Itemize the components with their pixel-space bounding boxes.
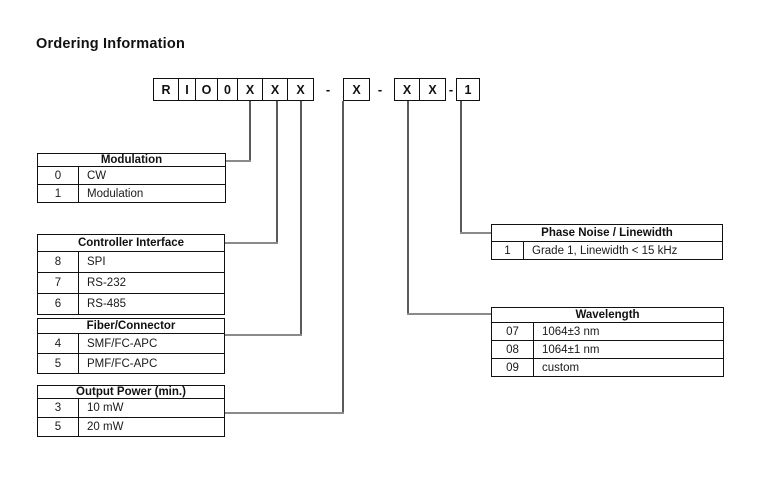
part-number-cell-r: R	[154, 79, 179, 100]
output-power-table-title: Output Power (min.)	[38, 386, 224, 399]
connector-power-horizontal	[224, 412, 344, 414]
connector-phase-noise-horizontal	[460, 232, 491, 234]
table-row: 1 Modulation	[38, 184, 225, 202]
part-number-cell-fiber: X	[296, 82, 305, 97]
table-row: 09 custom	[492, 358, 723, 376]
part-number-cell-0: 0	[218, 79, 238, 100]
table-row: 8 SPI	[38, 252, 224, 272]
option-description: SPI	[87, 256, 106, 268]
option-description: CW	[87, 169, 107, 182]
part-number-wavelength-group: X X	[394, 78, 446, 101]
controller-interface-table-title: Controller Interface	[38, 235, 224, 252]
part-number-dash-1: -	[325, 81, 331, 97]
connector-power-vertical	[342, 101, 344, 413]
connector-controller-vertical	[276, 101, 278, 243]
option-description: 20 mW	[87, 421, 124, 433]
option-code: 4	[38, 334, 79, 353]
connector-fiber-horizontal	[224, 334, 302, 336]
part-number-power-box: X	[343, 78, 370, 101]
part-number-cell-controller: X	[263, 79, 288, 100]
option-description: RS-232	[87, 277, 126, 289]
table-row: 1 Grade 1, Linewidth < 15 kHz	[492, 242, 722, 259]
part-number-dash-3: -	[448, 81, 454, 97]
option-code: 09	[492, 359, 534, 376]
option-code: 8	[38, 252, 79, 272]
option-code: 5	[38, 354, 79, 373]
wavelength-table-title: Wavelength	[492, 308, 723, 323]
table-row: 08 1064±1 nm	[492, 340, 723, 358]
option-code: 07	[492, 323, 534, 340]
part-number-cell-i: I	[179, 79, 196, 100]
option-description: 1064±3 nm	[542, 325, 600, 338]
option-description: PMF/FC-APC	[87, 357, 158, 370]
table-row: 7 RS-232	[38, 272, 224, 293]
part-number-cell-wavelength-1: X	[395, 79, 420, 100]
fiber-connector-table-title: Fiber/Connector	[38, 319, 224, 334]
table-row: 5 PMF/FC-APC	[38, 353, 224, 373]
connector-controller-horizontal	[224, 242, 278, 244]
table-row: 6 RS-485	[38, 293, 224, 314]
option-code: 1	[492, 242, 524, 259]
connector-modulation-vertical	[249, 101, 251, 161]
part-number-cell-power: X	[352, 82, 361, 97]
table-row: 0 CW	[38, 167, 225, 184]
page-title: Ordering Information	[36, 36, 185, 52]
fiber-connector-table: Fiber/Connector 4 SMF/FC-APC 5 PMF/FC-AP…	[37, 318, 225, 374]
part-number-prefix-group: R I O 0 X X X	[153, 78, 314, 101]
part-number-cell-wavelength-2: X	[428, 82, 437, 97]
table-row: 5 20 mW	[38, 417, 224, 436]
phase-noise-table: Phase Noise / Linewidth 1 Grade 1, Linew…	[491, 224, 723, 260]
option-code: 6	[38, 294, 79, 314]
option-description: 10 mW	[87, 402, 124, 414]
option-code: 5	[38, 418, 79, 436]
option-code: 0	[38, 167, 79, 184]
phase-noise-table-title: Phase Noise / Linewidth	[492, 225, 722, 242]
wavelength-table: Wavelength 07 1064±3 nm 08 1064±1 nm 09 …	[491, 307, 724, 377]
table-row: 4 SMF/FC-APC	[38, 334, 224, 353]
part-number-cell-grade: 1	[464, 82, 472, 97]
connector-fiber-vertical	[300, 101, 302, 335]
output-power-table: Output Power (min.) 3 10 mW 5 20 mW	[37, 385, 225, 437]
connector-modulation-horizontal	[225, 160, 251, 162]
modulation-table-title: Modulation	[38, 154, 225, 167]
option-code: 3	[38, 399, 79, 417]
option-code: 08	[492, 341, 534, 358]
part-number-cell-o: O	[196, 79, 218, 100]
option-description: 1064±1 nm	[542, 343, 600, 356]
option-code: 7	[38, 273, 79, 293]
connector-phase-noise-vertical	[460, 101, 462, 233]
table-row: 3 10 mW	[38, 399, 224, 417]
option-description: Grade 1, Linewidth < 15 kHz	[532, 244, 678, 257]
option-code: 1	[38, 185, 79, 202]
option-description: SMF/FC-APC	[87, 337, 158, 350]
controller-interface-table: Controller Interface 8 SPI 7 RS-232 6 RS…	[37, 234, 225, 315]
option-description: Modulation	[87, 187, 144, 200]
option-description: RS-485	[87, 298, 126, 310]
part-number-grade-box: 1	[456, 78, 480, 101]
part-number-dash-2: -	[377, 81, 383, 97]
part-number-cell-modulation: X	[238, 79, 263, 100]
modulation-table: Modulation 0 CW 1 Modulation	[37, 153, 226, 203]
connector-wavelength-horizontal	[407, 313, 491, 315]
connector-wavelength-vertical	[407, 101, 409, 314]
option-description: custom	[542, 361, 580, 374]
table-row: 07 1064±3 nm	[492, 323, 723, 340]
